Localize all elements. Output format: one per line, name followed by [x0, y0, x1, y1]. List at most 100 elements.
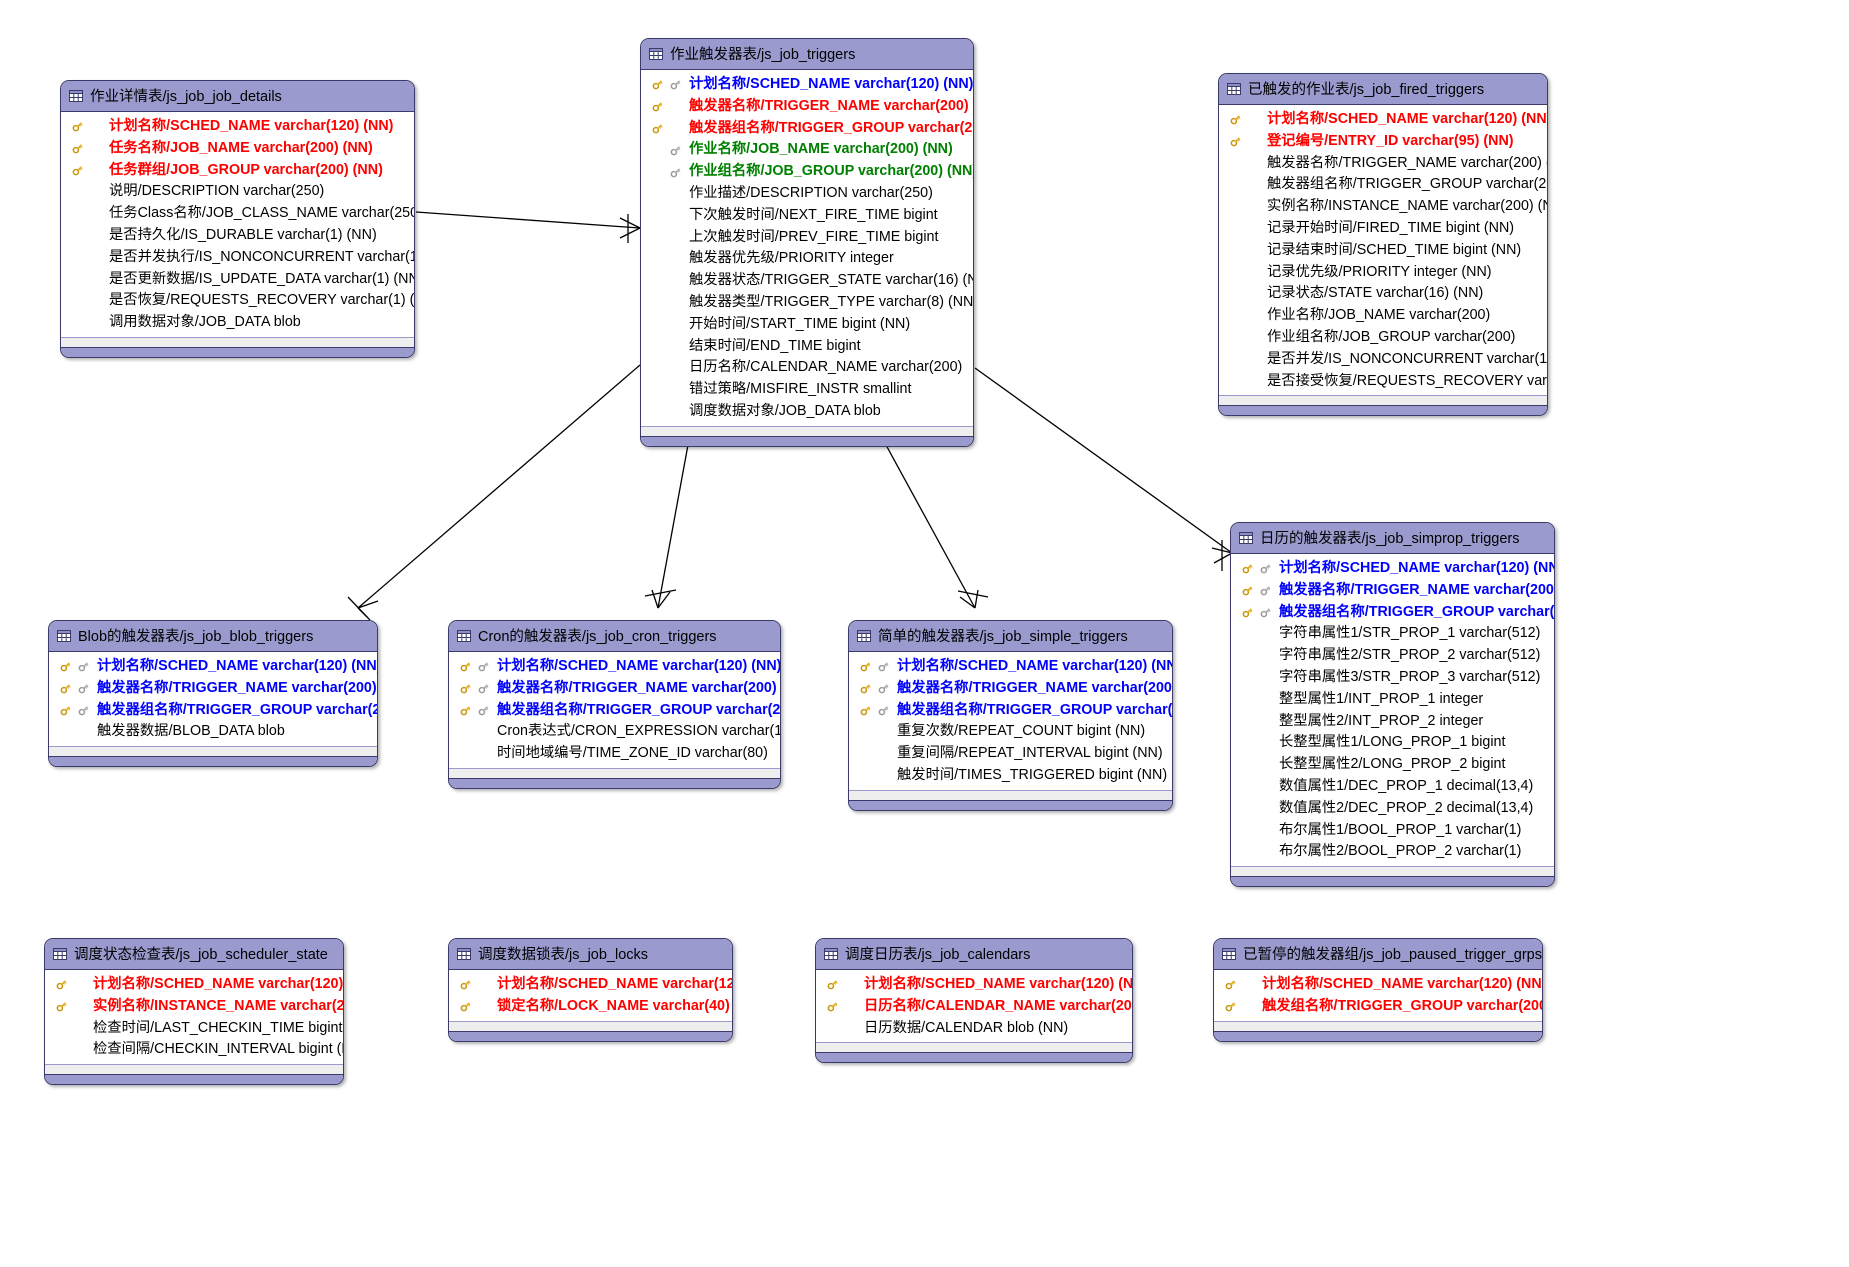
field-row[interactable]: Cron表达式/CRON_EXPRESSION varchar(120) (NN…	[449, 721, 780, 743]
field-row[interactable]: 作业组名称/JOB_GROUP varchar(200)	[1219, 327, 1547, 349]
field-row[interactable]: 任务Class名称/JOB_CLASS_NAME varchar(250) (N…	[61, 203, 414, 225]
entity-header-blob_triggers[interactable]: Blob的触发器表/js_job_blob_triggers	[49, 621, 377, 652]
field-row[interactable]: 作业名称/JOB_NAME varchar(200)	[1219, 305, 1547, 327]
field-row[interactable]: 计划名称/SCHED_NAME varchar(120) (NN)	[816, 974, 1132, 996]
entity-simple_triggers[interactable]: 简单的触发器表/js_job_simple_triggers 计划名称/SCHED…	[848, 620, 1173, 811]
entity-blob_triggers[interactable]: Blob的触发器表/js_job_blob_triggers 计划名称/SCHED…	[48, 620, 378, 768]
entity-job_triggers[interactable]: 作业触发器表/js_job_triggers 计划名称/SCHED_NAME va…	[640, 38, 974, 447]
field-row[interactable]: 字符串属性2/STR_PROP_2 varchar(512)	[1231, 645, 1554, 667]
entity-header-paused_trigger_grps[interactable]: 已暂停的触发器组/js_job_paused_trigger_grps	[1214, 939, 1542, 970]
field-row[interactable]: 布尔属性2/BOOL_PROP_2 varchar(1)	[1231, 841, 1554, 863]
entity-locks[interactable]: 调度数据锁表/js_job_locks 计划名称/SCHED_NAME varch…	[448, 938, 733, 1042]
field-row[interactable]: 触发器名称/TRIGGER_NAME varchar(200) (NN)	[849, 678, 1172, 700]
field-row[interactable]: 是否并发/IS_NONCONCURRENT varchar(1)	[1219, 349, 1547, 371]
field-row[interactable]: 实例名称/INSTANCE_NAME varchar(200) (NN)	[45, 996, 343, 1018]
field-row[interactable]: 触发组名称/TRIGGER_GROUP varchar(200) (NN)	[1214, 996, 1542, 1018]
field-row[interactable]: 触发器组名称/TRIGGER_GROUP varchar(200) (NN)	[1219, 174, 1547, 196]
entity-cron_triggers[interactable]: Cron的触发器表/js_job_cron_triggers 计划名称/SCHED…	[448, 620, 781, 789]
field-row[interactable]: 日历名称/CALENDAR_NAME varchar(200)	[641, 357, 973, 379]
field-row[interactable]: 触发器组名称/TRIGGER_GROUP varchar(200) (NN)	[849, 700, 1172, 722]
field-row[interactable]: 记录优先级/PRIORITY integer (NN)	[1219, 262, 1547, 284]
entity-header-job_triggers[interactable]: 作业触发器表/js_job_triggers	[641, 39, 973, 70]
field-row[interactable]: 长整型属性1/LONG_PROP_1 bigint	[1231, 732, 1554, 754]
field-row[interactable]: 是否恢复/REQUESTS_RECOVERY varchar(1) (NN)	[61, 290, 414, 312]
field-row[interactable]: 调用数据对象/JOB_DATA blob	[61, 312, 414, 334]
field-row[interactable]: 计划名称/SCHED_NAME varchar(120) (NN)	[49, 656, 377, 678]
field-row[interactable]: 数值属性2/DEC_PROP_2 decimal(13,4)	[1231, 798, 1554, 820]
field-row[interactable]: 记录结束时间/SCHED_TIME bigint (NN)	[1219, 240, 1547, 262]
field-row[interactable]: 计划名称/SCHED_NAME varchar(120) (NN)	[641, 74, 973, 96]
field-row[interactable]: 作业描述/DESCRIPTION varchar(250)	[641, 183, 973, 205]
field-row[interactable]: 检查时间/LAST_CHECKIN_TIME bigint (NN)	[45, 1018, 343, 1040]
entity-header-simple_triggers[interactable]: 简单的触发器表/js_job_simple_triggers	[849, 621, 1172, 652]
field-row[interactable]: 触发器组名称/TRIGGER_GROUP varchar(200) (NN)	[49, 700, 377, 722]
field-row[interactable]: 计划名称/SCHED_NAME varchar(120) (NN)	[849, 656, 1172, 678]
entity-header-job_details[interactable]: 作业详情表/js_job_job_details	[61, 81, 414, 112]
field-row[interactable]: 触发器名称/TRIGGER_NAME varchar(200) (NN)	[449, 678, 780, 700]
field-row[interactable]: 触发器名称/TRIGGER_NAME varchar(200) (NN)	[49, 678, 377, 700]
field-row[interactable]: 时间地域编号/TIME_ZONE_ID varchar(80)	[449, 743, 780, 765]
field-row[interactable]: 字符串属性1/STR_PROP_1 varchar(512)	[1231, 623, 1554, 645]
field-row[interactable]: 作业组名称/JOB_GROUP varchar(200) (NN)	[641, 161, 973, 183]
entity-fired_triggers[interactable]: 已触发的作业表/js_job_fired_triggers 计划名称/SCHED_…	[1218, 73, 1548, 417]
field-row[interactable]: 错过策略/MISFIRE_INSTR smallint	[641, 379, 973, 401]
entity-simprop_triggers[interactable]: 日历的触发器表/js_job_simprop_triggers 计划名称/SCHE…	[1230, 522, 1555, 888]
entity-header-cron_triggers[interactable]: Cron的触发器表/js_job_cron_triggers	[449, 621, 780, 652]
field-row[interactable]: 重复次数/REPEAT_COUNT bigint (NN)	[849, 721, 1172, 743]
field-row[interactable]: 计划名称/SCHED_NAME varchar(120) (NN)	[1219, 109, 1547, 131]
field-row[interactable]: 布尔属性1/BOOL_PROP_1 varchar(1)	[1231, 820, 1554, 842]
field-row[interactable]: 计划名称/SCHED_NAME varchar(120) (NN)	[449, 656, 780, 678]
entity-scheduler_state[interactable]: 调度状态检查表/js_job_scheduler_state 计划名称/SCHED…	[44, 938, 344, 1086]
field-row[interactable]: 重复间隔/REPEAT_INTERVAL bigint (NN)	[849, 743, 1172, 765]
entity-header-fired_triggers[interactable]: 已触发的作业表/js_job_fired_triggers	[1219, 74, 1547, 105]
entity-job_details[interactable]: 作业详情表/js_job_job_details 计划名称/SCHED_NAME …	[60, 80, 415, 358]
field-row[interactable]: 上次触发时间/PREV_FIRE_TIME bigint	[641, 227, 973, 249]
field-row[interactable]: 计划名称/SCHED_NAME varchar(120) (NN)	[449, 974, 732, 996]
field-row[interactable]: 锁定名称/LOCK_NAME varchar(40) (NN)	[449, 996, 732, 1018]
field-row[interactable]: 检查间隔/CHECKIN_INTERVAL bigint (NN)	[45, 1039, 343, 1061]
entity-header-simprop_triggers[interactable]: 日历的触发器表/js_job_simprop_triggers	[1231, 523, 1554, 554]
field-row[interactable]: 整型属性1/INT_PROP_1 integer	[1231, 689, 1554, 711]
field-row[interactable]: 记录开始时间/FIRED_TIME bigint (NN)	[1219, 218, 1547, 240]
field-row[interactable]: 整型属性2/INT_PROP_2 integer	[1231, 711, 1554, 733]
field-row[interactable]: 调度数据对象/JOB_DATA blob	[641, 401, 973, 423]
field-row[interactable]: 触发器状态/TRIGGER_STATE varchar(16) (NN)	[641, 270, 973, 292]
field-row[interactable]: 日历名称/CALENDAR_NAME varchar(200) (NN)	[816, 996, 1132, 1018]
field-row[interactable]: 计划名称/SCHED_NAME varchar(120) (NN)	[1214, 974, 1542, 996]
field-row[interactable]: 实例名称/INSTANCE_NAME varchar(200) (NN)	[1219, 196, 1547, 218]
field-row[interactable]: 触发器组名称/TRIGGER_GROUP varchar(200) (NN)	[641, 118, 973, 140]
field-row[interactable]: 任务群组/JOB_GROUP varchar(200) (NN)	[61, 160, 414, 182]
entity-header-locks[interactable]: 调度数据锁表/js_job_locks	[449, 939, 732, 970]
field-row[interactable]: 任务名称/JOB_NAME varchar(200) (NN)	[61, 138, 414, 160]
field-row[interactable]: 计划名称/SCHED_NAME varchar(120) (NN)	[1231, 558, 1554, 580]
field-row[interactable]: 下次触发时间/NEXT_FIRE_TIME bigint	[641, 205, 973, 227]
field-row[interactable]: 触发器优先级/PRIORITY integer	[641, 248, 973, 270]
field-row[interactable]: 触发器名称/TRIGGER_NAME varchar(200) (NN)	[1231, 580, 1554, 602]
field-row[interactable]: 是否并发执行/IS_NONCONCURRENT varchar(1) (NN)	[61, 247, 414, 269]
field-row[interactable]: 字符串属性3/STR_PROP_3 varchar(512)	[1231, 667, 1554, 689]
field-row[interactable]: 日历数据/CALENDAR blob (NN)	[816, 1018, 1132, 1040]
field-row[interactable]: 计划名称/SCHED_NAME varchar(120) (NN)	[61, 116, 414, 138]
field-row[interactable]: 记录状态/STATE varchar(16) (NN)	[1219, 283, 1547, 305]
field-row[interactable]: 触发器组名称/TRIGGER_GROUP varchar(200) (NN)	[449, 700, 780, 722]
field-row[interactable]: 是否接受恢复/REQUESTS_RECOVERY varchar(1)	[1219, 371, 1547, 393]
field-row[interactable]: 触发器类型/TRIGGER_TYPE varchar(8) (NN)	[641, 292, 973, 314]
field-row[interactable]: 开始时间/START_TIME bigint (NN)	[641, 314, 973, 336]
field-row[interactable]: 计划名称/SCHED_NAME varchar(120) (NN)	[45, 974, 343, 996]
field-row[interactable]: 说明/DESCRIPTION varchar(250)	[61, 181, 414, 203]
field-row[interactable]: 作业名称/JOB_NAME varchar(200) (NN)	[641, 139, 973, 161]
field-row[interactable]: 触发器组名称/TRIGGER_GROUP varchar(200) (NN)	[1231, 602, 1554, 624]
field-row[interactable]: 触发时间/TIMES_TRIGGERED bigint (NN)	[849, 765, 1172, 787]
field-row[interactable]: 长整型属性2/LONG_PROP_2 bigint	[1231, 754, 1554, 776]
field-row[interactable]: 触发器数据/BLOB_DATA blob	[49, 721, 377, 743]
field-row[interactable]: 登记编号/ENTRY_ID varchar(95) (NN)	[1219, 131, 1547, 153]
entity-header-scheduler_state[interactable]: 调度状态检查表/js_job_scheduler_state	[45, 939, 343, 970]
field-row[interactable]: 数值属性1/DEC_PROP_1 decimal(13,4)	[1231, 776, 1554, 798]
field-row[interactable]: 触发器名称/TRIGGER_NAME varchar(200) (NN)	[641, 96, 973, 118]
entity-calendars[interactable]: 调度日历表/js_job_calendars 计划名称/SCHED_NAME va…	[815, 938, 1133, 1064]
field-row[interactable]: 是否持久化/IS_DURABLE varchar(1) (NN)	[61, 225, 414, 247]
field-row[interactable]: 是否更新数据/IS_UPDATE_DATA varchar(1) (NN)	[61, 269, 414, 291]
field-row[interactable]: 触发器名称/TRIGGER_NAME varchar(200) (NN)	[1219, 153, 1547, 175]
field-row[interactable]: 结束时间/END_TIME bigint	[641, 336, 973, 358]
entity-header-calendars[interactable]: 调度日历表/js_job_calendars	[816, 939, 1132, 970]
